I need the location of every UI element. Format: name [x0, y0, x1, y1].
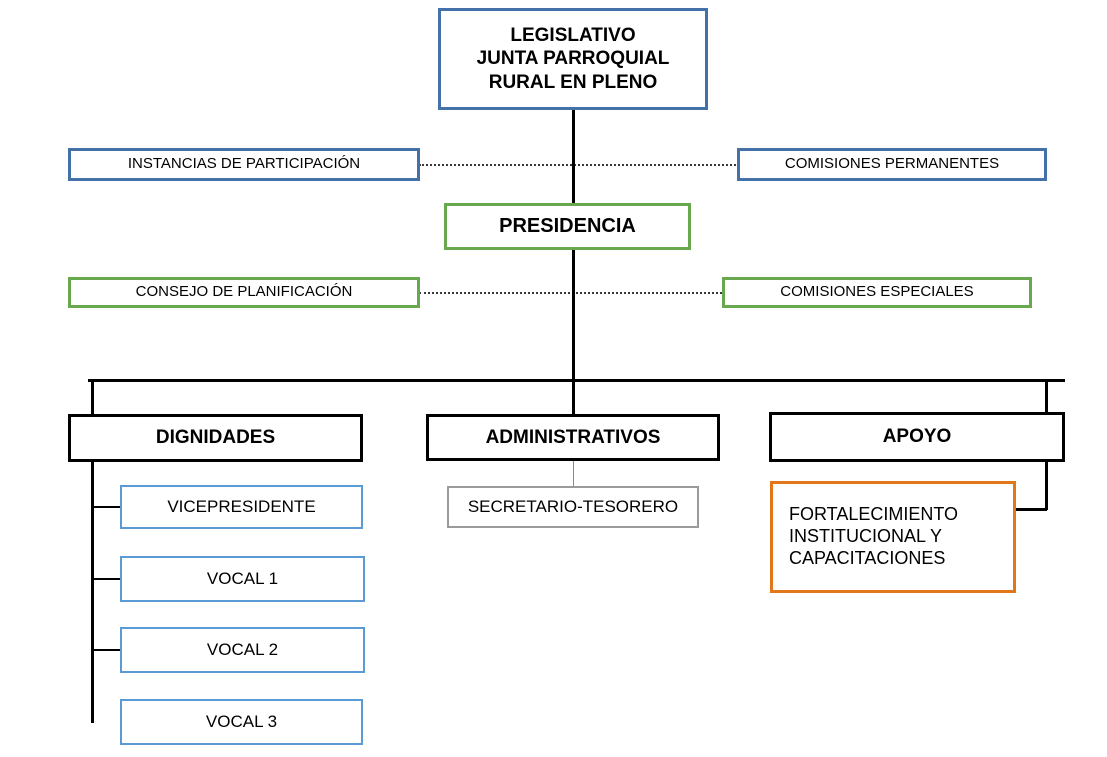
node-vocal-1-label: VOCAL 1: [206, 568, 279, 588]
node-fortalecimiento-institucional-label: FORTALECIMIENTO INSTITUCIONAL Y CAPACITA…: [789, 504, 959, 568]
connector-dotted-planning: [419, 292, 722, 294]
node-instancias-participacion-label: INSTANCIAS DE PARTICIPACIÓN: [127, 155, 361, 173]
node-administrativos-label: ADMINISTRATIVOS: [485, 426, 661, 448]
node-dignidades[interactable]: DIGNIDADES: [68, 414, 363, 462]
node-apoyo-label: APOYO: [882, 426, 952, 448]
connector-stub-vicepresidente: [91, 506, 121, 508]
node-secretario-tesorero[interactable]: SECRETARIO-TESORERO: [447, 486, 699, 528]
connector-presidencia-bus: [572, 250, 575, 381]
node-apoyo[interactable]: APOYO: [769, 412, 1065, 462]
node-comisiones-especiales[interactable]: COMISIONES ESPECIALES: [722, 277, 1032, 308]
node-presidencia[interactable]: PRESIDENCIA: [444, 203, 691, 250]
node-comisiones-permanentes[interactable]: COMISIONES PERMANENTES: [737, 148, 1047, 181]
node-vocal-3[interactable]: VOCAL 3: [120, 699, 363, 745]
connector-stub-vocal-2: [91, 649, 121, 651]
node-legislativo[interactable]: LEGISLATIVO JUNTA PARROQUIAL RURAL EN PL…: [438, 8, 708, 110]
connector-apoyo-fortalecimiento-horz: [1013, 508, 1047, 511]
node-presidencia-label: PRESIDENCIA: [499, 215, 636, 238]
node-vicepresidente-label: VICEPRESIDENTE: [167, 496, 316, 516]
node-comisiones-especiales-label: COMISIONES ESPECIALES: [780, 283, 974, 301]
node-instancias-participacion[interactable]: INSTANCIAS DE PARTICIPACIÓN: [68, 148, 420, 181]
connector-stub-vocal-1: [91, 578, 121, 580]
connector-administrativos-secretario: [573, 461, 574, 486]
node-vocal-2[interactable]: VOCAL 2: [120, 627, 365, 673]
node-vocal-3-label: VOCAL 3: [205, 711, 278, 731]
node-fortalecimiento-institucional[interactable]: FORTALECIMIENTO INSTITUCIONAL Y CAPACITA…: [770, 481, 1016, 593]
node-comisiones-permanentes-label: COMISIONES PERMANENTES: [784, 155, 1000, 173]
node-vicepresidente[interactable]: VICEPRESIDENTE: [120, 485, 363, 529]
node-legislativo-label: LEGISLATIVO JUNTA PARROQUIAL RURAL EN PL…: [476, 25, 670, 93]
connector-apoyo-fortalecimiento-vert: [1045, 462, 1048, 510]
node-vocal-1[interactable]: VOCAL 1: [120, 556, 365, 602]
node-dignidades-label: DIGNIDADES: [155, 427, 276, 449]
connector-legislativo-presidencia: [572, 110, 575, 203]
node-consejo-planificacion[interactable]: CONSEJO DE PLANIFICACIÓN: [68, 277, 420, 308]
node-vocal-2-label: VOCAL 2: [206, 639, 279, 659]
connector-main-bus: [88, 379, 1065, 382]
connector-bus-apoyo-top: [1045, 379, 1048, 412]
node-secretario-tesorero-label: SECRETARIO-TESORERO: [467, 496, 679, 516]
node-administrativos[interactable]: ADMINISTRATIVOS: [426, 414, 720, 461]
node-consejo-planificacion-label: CONSEJO DE PLANIFICACIÓN: [135, 283, 353, 301]
connector-bus-administrativos: [572, 379, 575, 414]
connector-bus-dignidades-spine: [91, 379, 94, 723]
connector-dotted-participation: [419, 164, 739, 166]
